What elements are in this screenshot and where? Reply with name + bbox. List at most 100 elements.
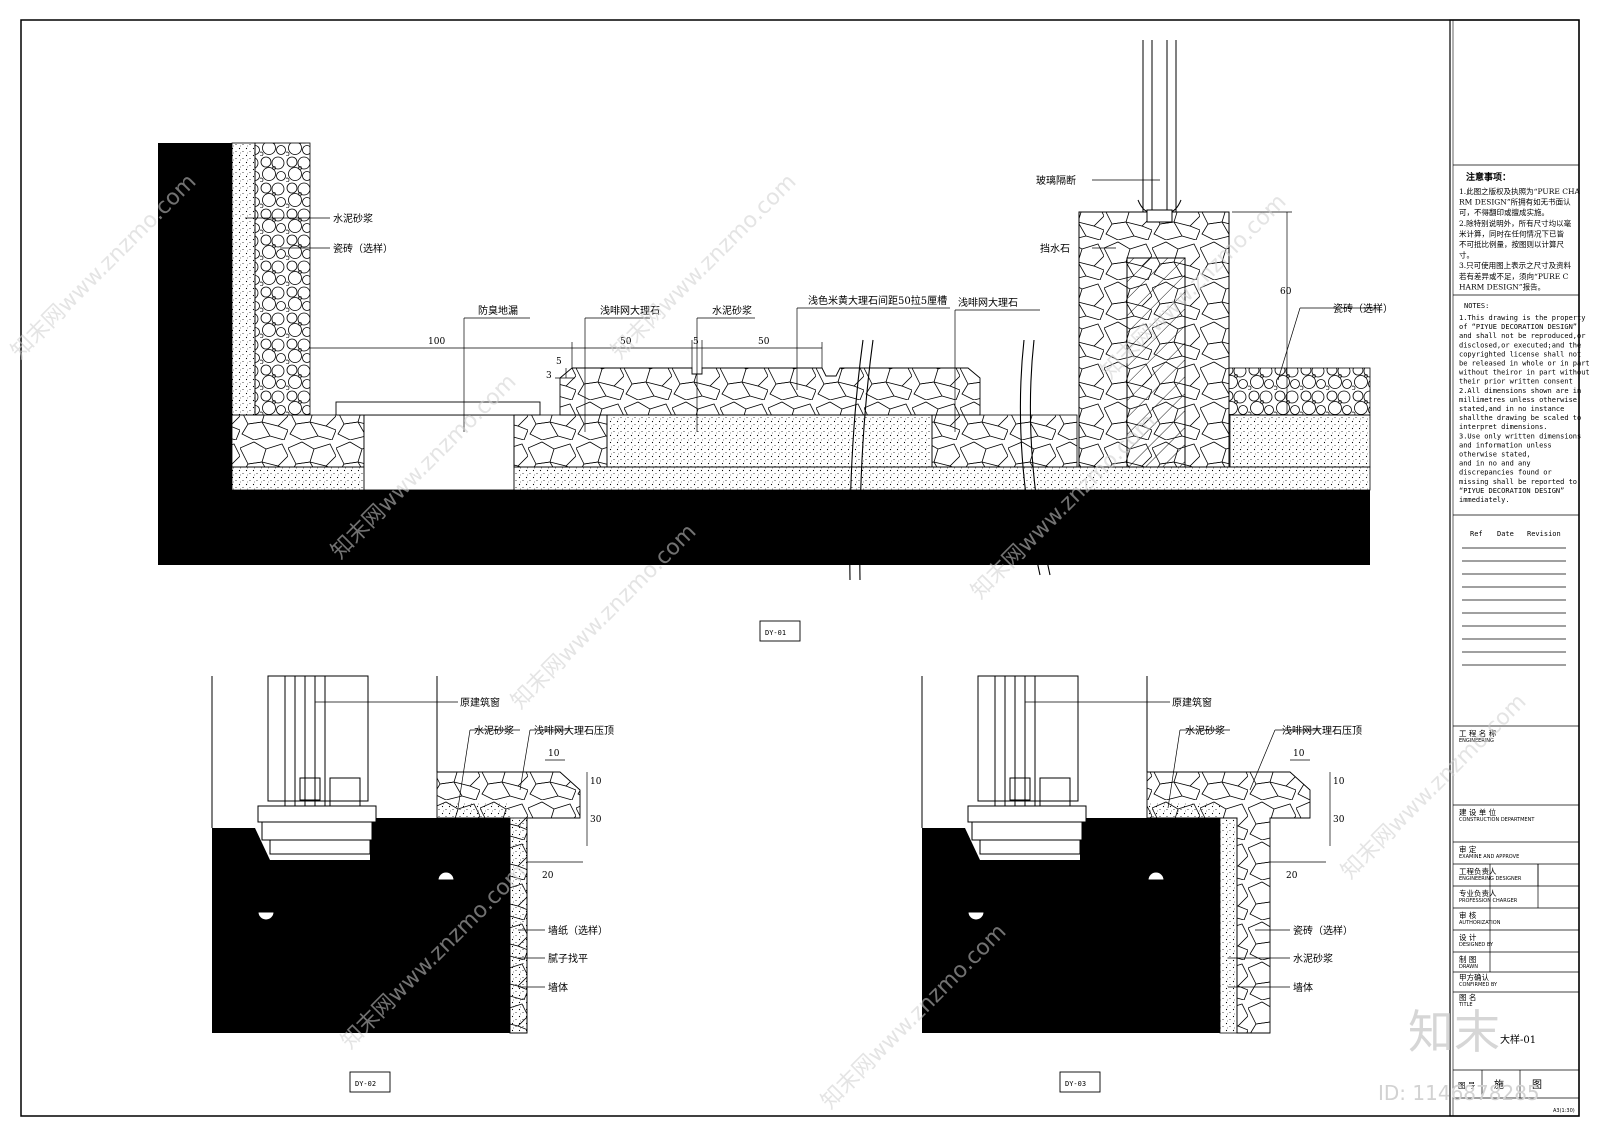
note-cn-line: 若有差异或不足，须向“PURE C — [1459, 271, 1569, 281]
note-cn-line: RM DESIGN”所拥有如无书面认 — [1459, 197, 1571, 207]
drawing-title: 大样-01 — [1500, 1033, 1536, 1046]
wall-cement-mortar — [231, 142, 256, 416]
dy03-wall-mortar — [1219, 817, 1238, 1034]
note-en-line: missing shall be reported to — [1459, 478, 1577, 486]
tb-field-cn: 工 程 名 称 — [1459, 728, 1497, 738]
dy03-label-tile: 瓷砖（选样） — [1293, 924, 1353, 937]
notes-cn-title: 注意事项： — [1466, 171, 1511, 183]
dim-50b: 50 — [758, 337, 770, 347]
note-cn-line: 米计算，同时在任何情况下已皆 — [1459, 228, 1564, 238]
wall-tile-layer — [254, 142, 311, 416]
note-en-line: and shall not be reproduced,or — [1459, 332, 1585, 340]
dy02-dim-30: 30 — [590, 815, 602, 825]
floor-stone-mid — [513, 414, 608, 468]
scale-text: A3(1:30) — [1553, 1108, 1575, 1114]
dy02-label-original-window: 原建筑窗 — [460, 696, 500, 709]
dy02-sealant-left — [257, 911, 275, 921]
dy03-sealant-left — [967, 911, 985, 921]
watermark-logo: 知末 — [1408, 1005, 1500, 1059]
note-en-line: interpret dimensions. — [1459, 423, 1548, 431]
tb-field-en: DESIGNED BY — [1459, 942, 1494, 948]
glass-partition-frame — [1137, 40, 1182, 213]
rev-header-date: Date — [1497, 530, 1514, 538]
label-cement-mortar-2: 水泥砂浆 — [712, 304, 752, 317]
dy02-window-frame — [254, 675, 420, 936]
dy01-dimensions — [310, 211, 1292, 416]
note-en-line: 2.All dimensions shown are in — [1459, 387, 1581, 395]
tb-field-en: ENGINEERING DESIGNER — [1459, 876, 1522, 882]
label-tile-left: 瓷砖（选样） — [333, 242, 393, 255]
note-en-line: and information unless — [1459, 441, 1552, 449]
note-cn-line: 寸。 — [1459, 250, 1474, 260]
note-cn-line: 可，不得翻印或擅成实施。 — [1459, 207, 1549, 217]
dy03-label-marble-coping: 浅啡网大理石压顶 — [1282, 724, 1362, 737]
tb-field-cn: 制 图 — [1459, 954, 1476, 964]
tb-field-en: EXAMINE AND APPROVE — [1459, 854, 1519, 860]
note-en-line: copyrighted license shall not — [1459, 350, 1581, 358]
note-cn-line: 3.只可使用图上表示之尺寸及资料 — [1459, 260, 1572, 270]
note-en-line: be released in whole or in part — [1459, 360, 1590, 368]
watermark-site-3: 知末网www.znzmo.com — [607, 169, 802, 364]
dy02-leaders — [315, 701, 570, 988]
note-en-line: shallthe drawing be scaled to — [1459, 414, 1581, 422]
dy03-window-frame — [964, 675, 1130, 936]
tag-dy01: DY-01 — [765, 629, 786, 637]
dim-60: 60 — [1280, 287, 1292, 297]
note-en-line: 1.This drawing is the property — [1459, 314, 1585, 322]
label-water-stop-stone: 挡水石 — [1040, 242, 1070, 255]
note-en-line: discrepancies found or — [1459, 469, 1552, 477]
floor-stone-right — [931, 414, 1078, 468]
tag-dy03: DY-03 — [1065, 1080, 1086, 1088]
note-cn-line: 2.除特别说明外，所有尺寸均以毫 — [1459, 218, 1572, 228]
dy02-dim-10v: 10 — [590, 777, 602, 787]
tb-field-en: DRAWN — [1459, 964, 1478, 970]
note-en-line: immediately. — [1459, 496, 1510, 504]
note-en-line: “PIYUE DECORATION DESIGN” — [1459, 487, 1564, 495]
note-cn-line: 1.此图之版权及执照为“PURE CHA — [1459, 186, 1581, 196]
label-beige-marble-groove: 浅色米黄大理石间距50拉5厘槽 — [808, 294, 947, 307]
tb-field-cn: 甲方确认 — [1459, 972, 1489, 982]
dy03-dim-20: 20 — [1286, 871, 1298, 881]
bottom-cell-drawing: 图 — [1532, 1079, 1542, 1091]
note-en-line: millimetres unless otherwise — [1459, 396, 1577, 404]
label-tile-right: 瓷砖（选样） — [1333, 302, 1393, 315]
dy03-label-cement-mortar: 水泥砂浆 — [1185, 724, 1225, 737]
break-line-2 — [1019, 339, 1051, 576]
dy02-coping-mortar — [437, 803, 510, 818]
dy02-wall-solid — [212, 818, 510, 1033]
dim-5v: 5 — [556, 357, 562, 367]
label-floor-drain: 防臭地漏 — [478, 304, 518, 317]
note-en-line: stated,and in no instance — [1459, 405, 1564, 413]
tb-field-cn: 图 名 — [1459, 992, 1476, 1002]
dy03-leaders — [1025, 701, 1320, 988]
tag-box-dy03 — [1059, 1071, 1101, 1093]
note-en-line: their prior written consent — [1459, 378, 1573, 386]
dy02-label-wallpaper: 墙纸（选样） — [548, 924, 608, 937]
dy03-sealant-right — [1147, 871, 1165, 881]
note-en-line: and in no and any — [1459, 460, 1531, 468]
floor-tile-right — [1228, 367, 1371, 416]
detail-dy03: 原建筑窗 水泥砂浆 浅啡网大理石压顶 瓷砖（选样） 水泥砂浆 墙体 10 10 … — [921, 675, 1362, 1093]
label-marble-light-coffee-2: 浅啡网大理石 — [958, 296, 1018, 309]
beige-marble-slab — [559, 367, 981, 416]
note-cn-line: 不可抵比例量，按图则以计算尺 — [1459, 239, 1564, 249]
tb-field-en: CONFIRMED BY — [1459, 982, 1498, 988]
label-marble-light-coffee-1: 浅啡网大理石 — [600, 304, 660, 317]
dy02-dim-10h: 10 — [548, 749, 560, 759]
tag-box-dy01 — [759, 620, 801, 642]
label-cement-mortar: 水泥砂浆 — [333, 212, 373, 225]
dy03-dim-10h: 10 — [1293, 749, 1305, 759]
tb-field-cn: 设 计 — [1459, 932, 1477, 942]
label-glass-partition: 玻璃隔断 — [1036, 174, 1076, 187]
dy03-coping-mortar — [1147, 803, 1220, 818]
notes-en-title: NOTES: — [1464, 302, 1489, 310]
tb-field-cn: 审 核 — [1459, 910, 1477, 920]
dy03-dim-10v: 10 — [1333, 777, 1345, 787]
dim-5: 5 — [693, 337, 699, 347]
dy02-dimensions — [527, 759, 588, 863]
dy03-wall-solid — [922, 818, 1220, 1033]
